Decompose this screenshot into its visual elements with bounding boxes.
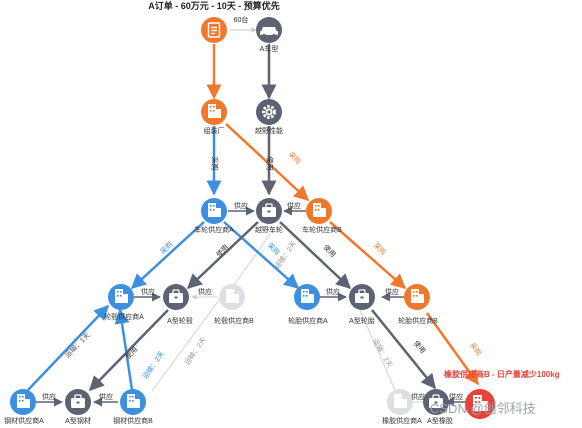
- hub-type-node[interactable]: [163, 284, 189, 310]
- edge-light: [359, 309, 396, 391]
- briefcase-icon: [262, 203, 276, 217]
- edge-blue: [223, 221, 300, 289]
- briefcase-icon: [71, 394, 85, 408]
- edge-gray: [371, 309, 436, 390]
- edge-gray: [186, 221, 259, 290]
- edge-gray: [88, 309, 169, 392]
- wheel-supplier-b-node[interactable]: [306, 198, 332, 224]
- hub-supplier-b-node[interactable]: [219, 284, 245, 310]
- edge-label-supply: 供应: [234, 203, 248, 210]
- edge-blue: [130, 221, 205, 290]
- building-icon: [313, 203, 326, 217]
- edge-label-supply: 供应: [385, 289, 399, 296]
- car-node[interactable]: [256, 17, 282, 43]
- rubber-type-node[interactable]: [423, 389, 449, 415]
- node-label-factory: 组装厂: [203, 128, 225, 135]
- edge-label-qty: 60台: [233, 17, 249, 24]
- briefcase-icon: [169, 289, 183, 303]
- node-label-steel-type: A型钢材: [65, 418, 91, 425]
- edge-label-use: 使用: [265, 156, 273, 171]
- steel-type-node[interactable]: [65, 389, 91, 415]
- building-icon: [411, 289, 424, 303]
- page-title: A订单 - 60万元 - 10天 - 预算优先: [148, 1, 280, 11]
- node-label-wheel-b: 车轮供应商B: [302, 227, 342, 234]
- edge-label-supply: 供应: [326, 289, 340, 296]
- edge-orange: [329, 221, 407, 289]
- node-label-hub-b: 轮毂供应商B: [214, 318, 254, 325]
- node-label-rubber-type: A型橡胶: [427, 418, 453, 425]
- gear-icon: [262, 105, 276, 119]
- edge-light: [151, 295, 223, 392]
- wheel-supplier-a-node[interactable]: [201, 198, 227, 224]
- building-icon: [208, 203, 221, 217]
- edge-orange: [425, 312, 480, 386]
- building-icon: [127, 394, 140, 408]
- steel-supplier-b-node[interactable]: [120, 389, 146, 415]
- edge-label-supply: 供应: [449, 394, 463, 401]
- edge-label-supply: 供应: [99, 394, 113, 401]
- tire-supplier-a-node[interactable]: [294, 284, 320, 310]
- node-label-tire-type: A型轮胎: [349, 318, 375, 325]
- briefcase-icon: [429, 394, 443, 408]
- edge-label-supply: 供应: [42, 394, 56, 401]
- edge-gray: [279, 221, 352, 290]
- order-node[interactable]: [201, 17, 227, 43]
- edge-label-supply: 供应: [287, 203, 301, 210]
- building-icon: [394, 394, 407, 408]
- edge-blue: [27, 304, 110, 391]
- tire-type-node[interactable]: [349, 284, 375, 310]
- node-label-rubber-a: 橡胶供应商A: [382, 418, 422, 425]
- briefcase-icon: [355, 289, 369, 303]
- offroad-wheel-node[interactable]: [256, 198, 282, 224]
- building-icon: [17, 394, 30, 408]
- node-label-gear: 越野性能: [255, 128, 283, 135]
- edge-label-supply: 供应: [411, 394, 425, 401]
- building-icon: [301, 289, 314, 303]
- edge-orange: [225, 123, 310, 202]
- node-label-offroad-wheel: 越野车轮: [255, 227, 283, 234]
- building-icon: [115, 289, 128, 303]
- node-label-car: A车型: [259, 46, 279, 53]
- document-icon: [207, 22, 221, 38]
- tire-supplier-b-node[interactable]: [404, 284, 430, 310]
- building-icon: [473, 395, 488, 411]
- node-label-steel-a: 钢材供应商A: [4, 418, 44, 425]
- node-label-hub-type: A型轮毂: [167, 318, 193, 325]
- edge-label-purchase: 采购: [210, 156, 218, 171]
- alert-label: 橡胶供应商B - 日产量减少100kg: [444, 370, 560, 379]
- factory-node[interactable]: [201, 99, 227, 125]
- node-label-hub-a: 轮毂供应商A: [104, 314, 144, 321]
- rubber-supplier-a-node[interactable]: [387, 389, 413, 415]
- car-icon: [260, 27, 278, 38]
- gear-node[interactable]: [256, 99, 282, 125]
- edge-light: [231, 226, 276, 289]
- hub-supplier-a-node[interactable]: [108, 284, 134, 310]
- node-label-tire-a: 轮胎供应商A: [288, 318, 328, 325]
- watermark: CSDN @创邻科技: [430, 401, 536, 416]
- node-label-wheel-a: 车轮供应商A: [194, 227, 234, 234]
- node-label-tire-b: 轮胎供应商B: [398, 318, 438, 325]
- node-label-steel-b: 钢材供应商B: [113, 418, 153, 425]
- edge-blue: [114, 308, 134, 391]
- building-icon: [208, 104, 221, 118]
- edge-label-supply: 供应: [141, 289, 155, 296]
- building-icon: [226, 289, 239, 303]
- rubber-supplier-b-node[interactable]: [465, 389, 495, 419]
- steel-supplier-a-node[interactable]: [10, 389, 36, 415]
- edge-label-supply: 供应: [198, 289, 212, 296]
